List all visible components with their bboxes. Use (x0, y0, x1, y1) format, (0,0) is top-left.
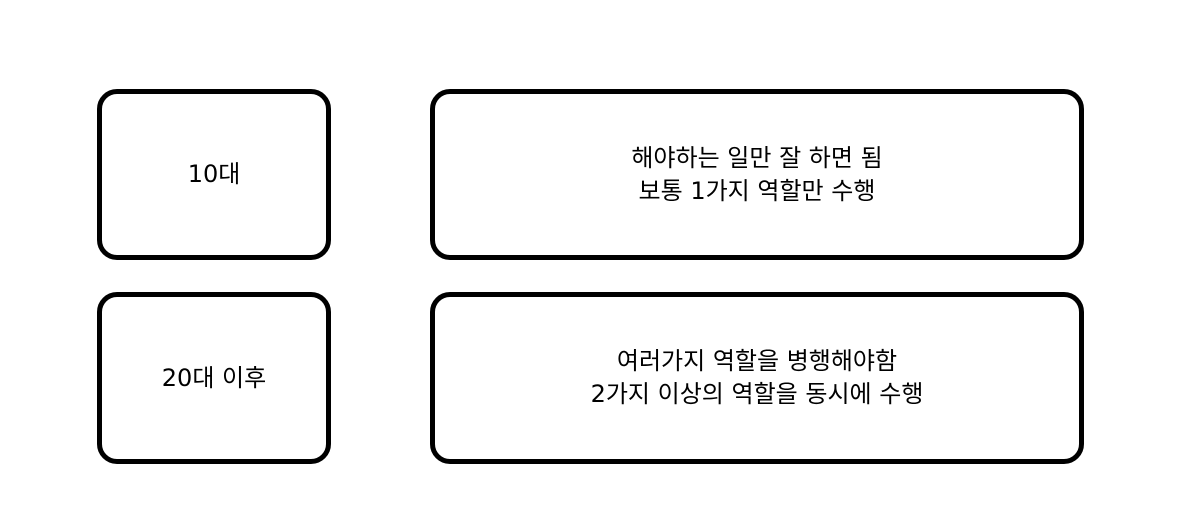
age-label-teens: 10대 (187, 160, 241, 188)
description-text-teens: 해야하는 일만 잘 하면 됨 보통 1가지 역할만 수행 (631, 142, 882, 208)
description-line-teens-2: 보통 1가지 역할만 수행 (638, 176, 876, 205)
age-box-twenties-onward: 20대 이후 (97, 292, 331, 464)
description-text-twenties-onward: 여러가지 역할을 병행해야함 2가지 이상의 역할을 동시에 수행 (591, 345, 924, 411)
description-line-twenties-1: 여러가지 역할을 병행해야함 (616, 347, 898, 375)
description-box-teens: 해야하는 일만 잘 하면 됨 보통 1가지 역할만 수행 (430, 89, 1084, 260)
description-line-teens-1: 해야하는 일만 잘 하면 됨 (631, 143, 883, 172)
description-line-twenties-2: 2가지 이상의 역할을 동시에 수행 (590, 380, 924, 408)
description-box-twenties-onward: 여러가지 역할을 병행해야함 2가지 이상의 역할을 동시에 수행 (430, 292, 1084, 464)
age-label-twenties-onward: 20대 이후 (161, 363, 267, 392)
age-box-teens: 10대 (97, 89, 331, 260)
